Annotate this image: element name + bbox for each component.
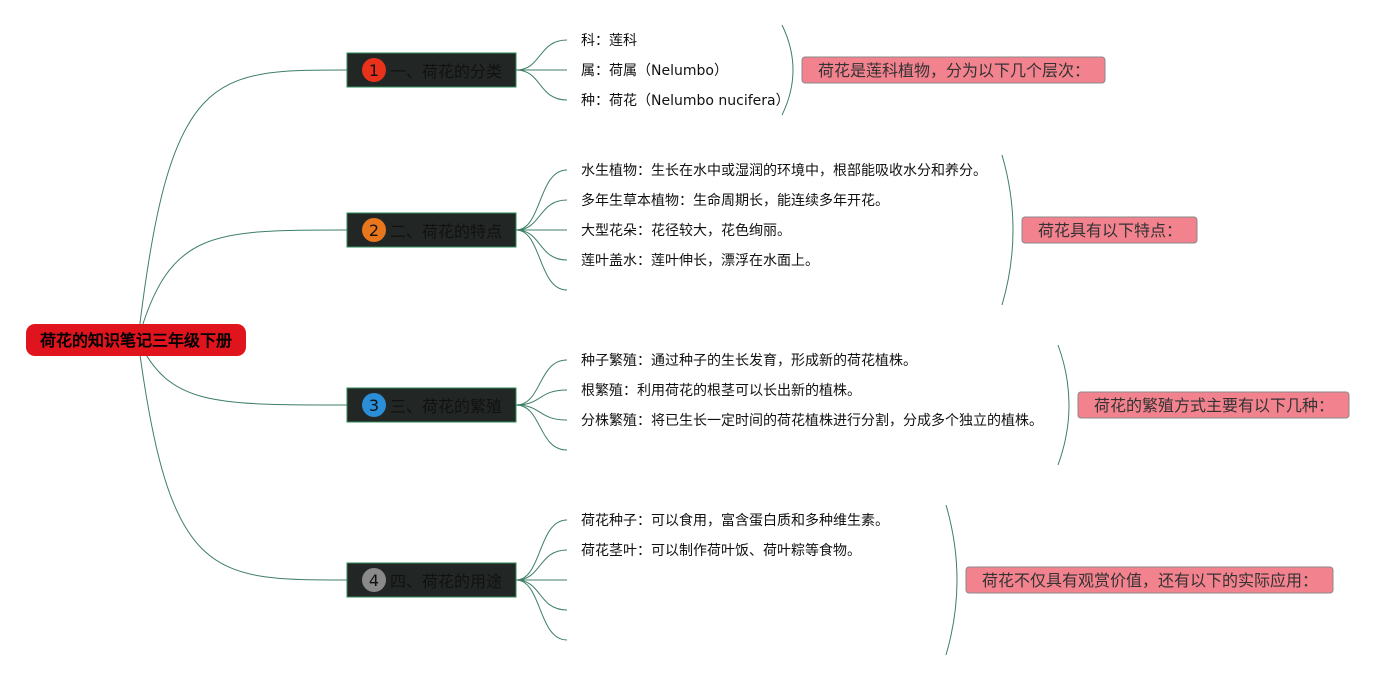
leaf-connector: [515, 404, 568, 421]
number-badge: [362, 58, 386, 82]
leaf-item[interactable]: 荷花茎叶：可以制作荷叶饭、荷叶粽等食物。: [581, 542, 861, 559]
branch-title: 二、荷花的特点: [390, 222, 502, 241]
root-connector-3: [137, 339, 348, 406]
leaf-connector: [515, 169, 568, 231]
branch-title: 一、荷花的分类: [390, 62, 502, 81]
summary-box-2[interactable]: 荷花具有以下特点：: [1021, 216, 1198, 244]
leaf-item[interactable]: 根繁殖：利用荷花的根茎可以长出新的植株。: [581, 382, 861, 399]
summary-box-bg: [1021, 216, 1198, 244]
leaf-item[interactable]: 属：荷属（Nelumbo）: [581, 63, 728, 79]
number-badge-label: 1: [369, 61, 379, 80]
leaf-connector: [515, 579, 568, 611]
leaf-connector: [515, 199, 568, 231]
leaf-item[interactable]: 分株繁殖：将已生长一定时间的荷花植株进行分割，分成多个独立的植株。: [581, 412, 1043, 429]
leaf-connector: [515, 69, 568, 101]
branch-node-2[interactable]: 2 二、荷花的特点: [346, 212, 517, 248]
summary-brace: [1057, 344, 1070, 466]
leaf-connector: [515, 229, 568, 291]
root-node[interactable]: 荷花的知识笔记三年级下册: [26, 324, 246, 356]
summary-brace: [781, 24, 794, 116]
summary-box-bg: [965, 566, 1334, 594]
leaf-item[interactable]: 种：荷花（Nelumbo nucifera）: [581, 93, 790, 109]
root-node-box: [26, 324, 246, 356]
summary-box-bg: [1077, 391, 1350, 419]
branch-node-3[interactable]: 3 三、荷花的繁殖: [346, 387, 517, 423]
root-title: 荷花的知识笔记三年级下册: [40, 331, 232, 350]
number-badge-label: 3: [369, 396, 379, 415]
leaf-item[interactable]: 水生植物：生长在水中或湿润的环境中，根部能吸收水分和养分。: [581, 163, 987, 179]
leaf-item[interactable]: 多年生草本植物：生命周期长，能连续多年开花。: [581, 192, 889, 209]
summary-brace: [1001, 154, 1014, 306]
leaf-connector: [515, 519, 568, 581]
branch-node-4[interactable]: 4 四、荷花的用途: [346, 562, 517, 598]
number-badge: [362, 393, 386, 417]
node-layer: 荷花的知识笔记三年级下册 1 一、荷花的分类 科：莲科属：荷属（Nelumbo） 种：荷…: [26, 33, 1350, 598]
leaf-connector: [515, 39, 568, 71]
summary-box-1[interactable]: 荷花是莲科植物，分为以下几个层次：: [801, 56, 1106, 84]
summary-text: 荷花的繁殖方式主要有以下几种：: [1094, 396, 1334, 415]
root-connector-2: [137, 229, 348, 341]
leaf-item[interactable]: 莲叶盖水：莲叶伸长，漂浮在水面上。: [581, 253, 819, 269]
summary-box-3[interactable]: 荷花的繁殖方式主要有以下几种：: [1077, 391, 1350, 419]
number-badge-label: 2: [369, 221, 379, 240]
number-badge: [362, 218, 386, 242]
summary-box-4[interactable]: 荷花不仅具有观赏价值，还有以下的实际应用：: [965, 566, 1334, 594]
number-badge: [362, 568, 386, 592]
summary-text: 荷花具有以下特点：: [1038, 221, 1182, 240]
leaf-item[interactable]: 大型花朵：花径较大，花色绚丽。: [581, 222, 791, 239]
root-connector-4: [137, 339, 348, 581]
number-badge-label: 4: [369, 571, 379, 590]
connector-layer: [137, 24, 1070, 656]
root-connector-1: [137, 69, 348, 341]
leaf-connector: [515, 549, 568, 581]
leaf-connector: [515, 579, 568, 641]
leaf-item[interactable]: 荷花种子：可以食用，富含蛋白质和多种维生素。: [581, 512, 889, 529]
leaf-connector: [515, 359, 568, 406]
summary-text: 荷花是莲科植物，分为以下几个层次：: [818, 61, 1090, 80]
leaf-item[interactable]: 科：莲科: [581, 33, 637, 49]
leaf-connector: [515, 404, 568, 451]
branch-node-1[interactable]: 1 一、荷花的分类: [346, 52, 517, 88]
branch-title: 三、荷花的繁殖: [390, 397, 502, 416]
summary-box-bg: [801, 56, 1106, 84]
summary-brace: [945, 504, 958, 656]
leaf-connector: [515, 229, 568, 261]
leaf-connector: [515, 389, 568, 406]
summary-text: 荷花不仅具有观赏价值，还有以下的实际应用：: [982, 571, 1318, 590]
branch-title: 四、荷花的用途: [390, 572, 502, 591]
leaf-item[interactable]: 种子繁殖：通过种子的生长发育，形成新的荷花植株。: [581, 352, 917, 369]
